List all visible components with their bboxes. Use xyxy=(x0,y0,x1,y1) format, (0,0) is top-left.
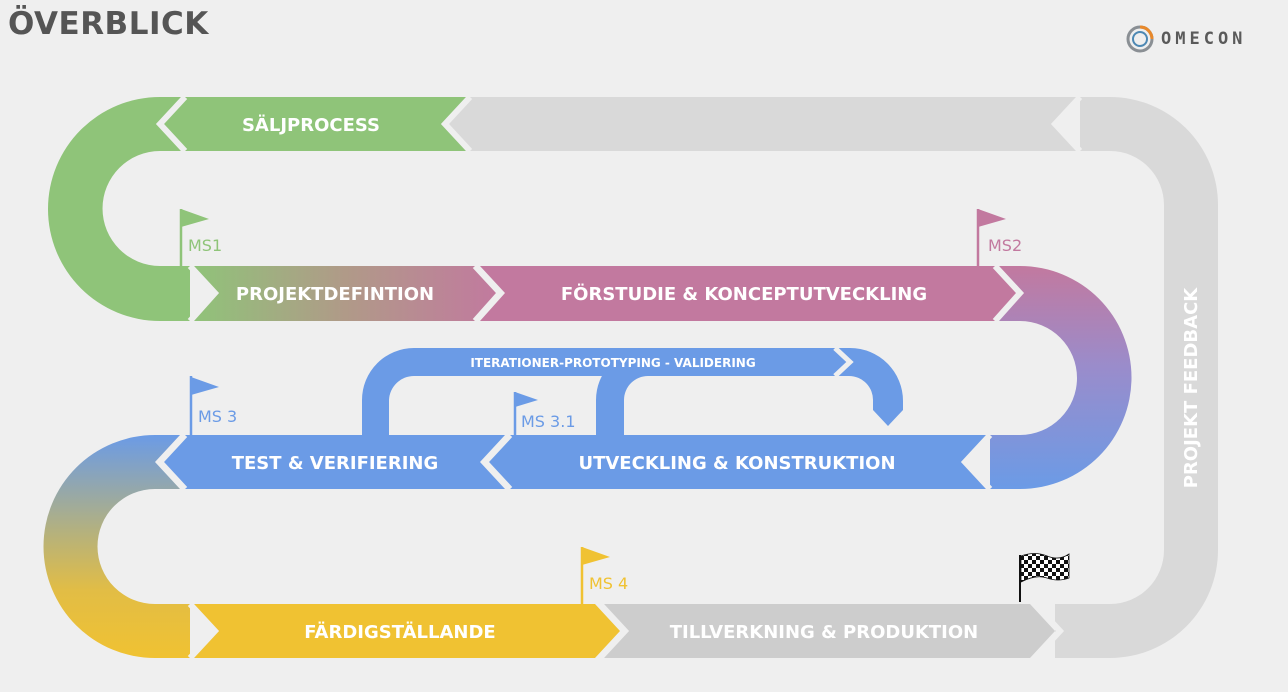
pennant-flag-icon xyxy=(181,209,209,227)
utveckling-arrow-shape xyxy=(485,435,990,489)
milestone-label: MS 3 xyxy=(198,407,237,426)
milestone-label: MS1 xyxy=(188,236,222,255)
checkered-flag-icon xyxy=(1019,553,1070,602)
tillverkning-arrow-shape xyxy=(600,604,1055,658)
stage-utveckling: UTVECKLING & KONSTRUKTION xyxy=(578,453,895,474)
stage-test: TEST & VERIFIERING xyxy=(232,453,439,474)
saljprocess-arrow-shape xyxy=(160,97,470,151)
feedback-top-arrow-shape xyxy=(445,97,1080,151)
page-title: ÖVERBLICK xyxy=(8,6,209,42)
left-loop-shape xyxy=(43,435,191,658)
right-loop-shape xyxy=(990,266,1132,489)
stage-fardigstallande: FÄRDIGSTÄLLANDE xyxy=(304,621,495,643)
saljprocess-loop-shape xyxy=(48,97,190,321)
iteration-inner-loop-shape xyxy=(596,348,903,435)
pennant-flag-icon xyxy=(978,209,1006,227)
pennant-flag-icon xyxy=(515,392,538,407)
pennant-flag-icon xyxy=(191,377,219,395)
forstudie-arrow-shape xyxy=(480,266,1020,321)
milestone-ms1: MS1 xyxy=(179,209,222,266)
logo-text: OMECON xyxy=(1161,29,1247,49)
stage-projektdefinition: PROJEKTDEFINTION xyxy=(236,284,434,305)
milestone-ms31: MS 3.1 xyxy=(513,392,576,435)
milestone-ms3: MS 3 xyxy=(189,376,237,435)
feedback-loop-shape xyxy=(1055,97,1218,658)
milestone-label: MS 4 xyxy=(589,574,628,593)
stage-tillverkning: TILLVERKNING & PRODUKTION xyxy=(670,622,979,643)
stage-saljprocess: SÄLJPROCESS xyxy=(242,114,380,136)
stage-iterationer: ITERATIONER-PROTOTYPING - VALIDERING xyxy=(470,356,755,370)
milestone-label: MS2 xyxy=(988,236,1022,255)
pennant-flag-icon xyxy=(582,547,610,565)
milestone-ms2: MS2 xyxy=(976,209,1022,266)
stage-forstudie: FÖRSTUDIE & KONCEPTUTVECKLING xyxy=(561,283,927,305)
fardigstallande-arrow-shape xyxy=(190,604,620,658)
test-arrow-shape xyxy=(160,435,505,489)
omecon-logo: OMECON xyxy=(1125,24,1246,54)
omecon-logo-icon xyxy=(1126,25,1154,53)
projektdefinition-arrow-shape xyxy=(190,266,500,321)
milestone-ms4: MS 4 xyxy=(580,547,628,604)
stage-feedback: PROJEKT FEEDBACK xyxy=(1181,287,1202,489)
milestone-label: MS 3.1 xyxy=(521,412,576,431)
